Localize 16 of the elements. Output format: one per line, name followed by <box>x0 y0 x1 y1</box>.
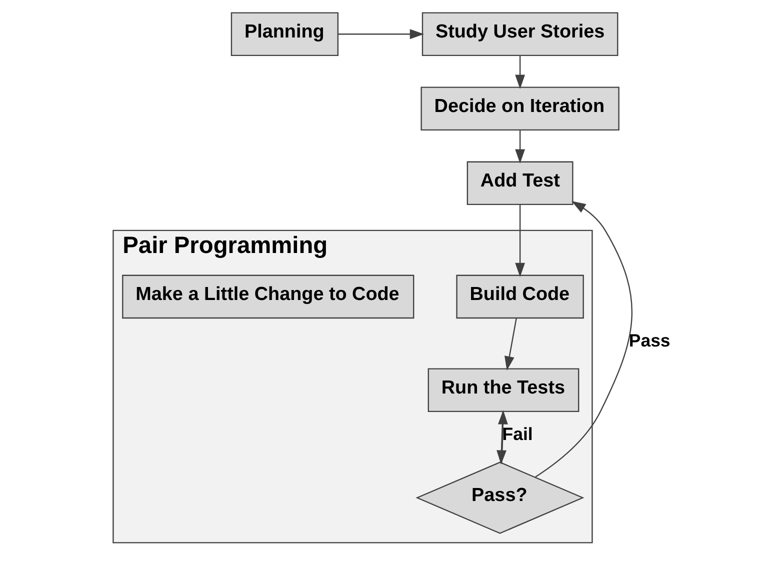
arrow <box>514 204 525 278</box>
node-box: Decide on Iteration <box>420 86 619 131</box>
arrow <box>534 200 632 478</box>
node-box: Build Code <box>456 274 584 319</box>
node-box: Add Test <box>466 161 573 206</box>
node-box: Planning <box>230 12 338 56</box>
arrow <box>514 56 525 89</box>
arrow <box>514 130 525 164</box>
node-box: Make a Little Change to Code <box>122 274 414 319</box>
arrow <box>504 318 516 371</box>
node-box: Run the Tests <box>427 368 579 412</box>
arrow <box>338 29 424 40</box>
edge-label: Pass <box>628 330 670 350</box>
node-box: Study User Stories <box>421 12 618 56</box>
edge-label: Fail <box>502 424 532 444</box>
node-diamond: Pass? <box>415 462 584 534</box>
